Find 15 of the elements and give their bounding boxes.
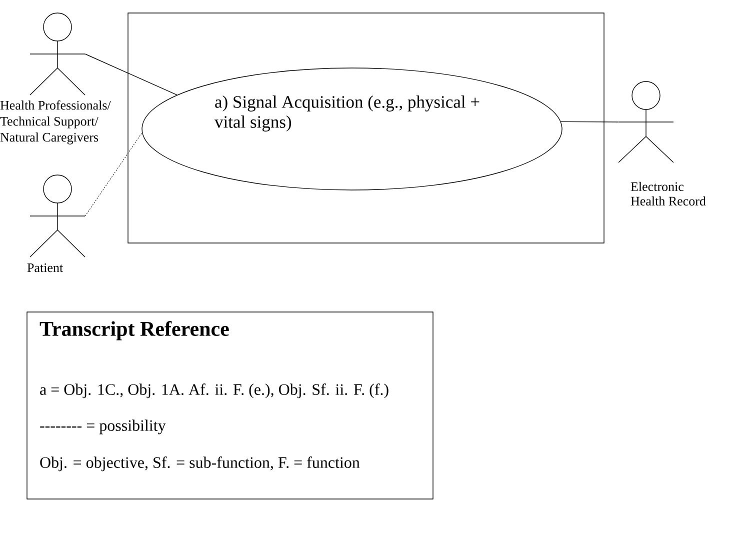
system-boundary [128, 12, 604, 244]
legend-text: -------- = possibility [40, 420, 166, 434]
association-line [84, 132, 142, 216]
box-heading: Transcript Reference [40, 321, 229, 340]
actor-label: Health Professionals/ Technical Support/ Natural Caregivers [0, 100, 111, 144]
actor-label: Electronic Health Record [630, 182, 706, 206]
association-line [560, 121, 619, 122]
legend-text: Obj. = objective, Sf. = sub-function, F. = function [40, 456, 360, 472]
legend-text: a = Obj. 1C., Obj. 1A. Af. ii. F. (e.), Obj. Sf. ii. F. (f.) [40, 384, 388, 398]
stick-figure [618, 81, 674, 163]
stick-figure [30, 174, 86, 258]
reference-box [26, 312, 434, 500]
association-line [84, 54, 178, 96]
actor-label: Patient [27, 263, 64, 272]
stick-figure [30, 12, 86, 96]
